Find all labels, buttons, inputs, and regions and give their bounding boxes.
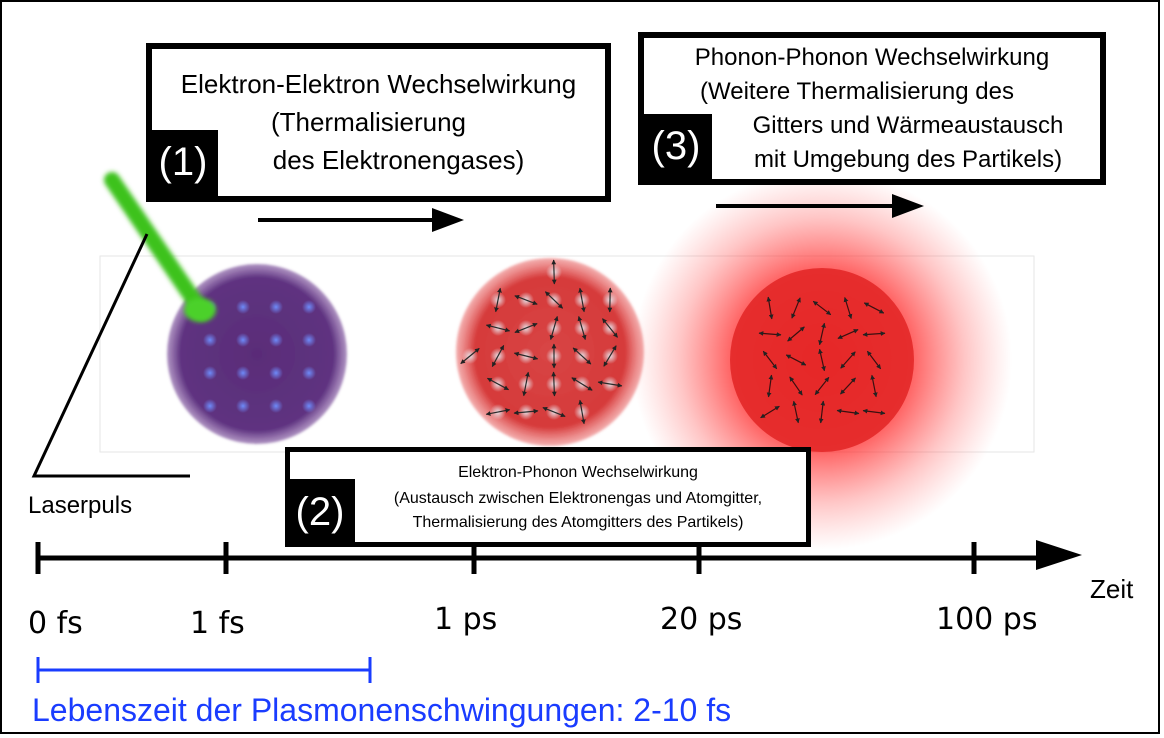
vibration-arrow [578,399,586,425]
lattice-vibration-arrow [766,296,774,320]
vibration-arrow [603,345,617,367]
electron-dot [203,399,217,413]
lattice-vibration-arrow [818,348,826,372]
badge-step-1: (1) [148,130,218,202]
lattice-vibration-arrow [787,326,805,342]
electron-dot [302,333,316,347]
electron-dot [269,399,283,413]
lattice-vibration-arrow [789,376,803,396]
vibration-arrow [544,291,564,309]
laser-pointer-line [31,233,190,478]
vibration-arrow [549,316,559,340]
vibration-arrow [602,318,618,338]
lattice-vibration-arrow [836,408,860,416]
vibration-arrow [485,408,511,416]
vibration-arrows [460,259,623,425]
electron-dot [269,300,283,314]
vibration-arrow [571,377,593,391]
lattice-vibration-arrow [843,297,853,319]
box-electron-phonon: Elektron-Phonon Wechselwirkung (Austausc… [285,447,811,547]
time-axis-arrowhead [1036,540,1082,570]
box-electron-electron-line-3: des Elektronengases) [272,145,525,175]
time-axis-label: Zeit [1090,574,1134,604]
badge-step-3: (3) [640,114,712,185]
vibration-arrow [494,287,502,313]
vibration-arrow [572,347,592,365]
lattice-vibration-arrow [866,350,882,370]
vibration-arrow [460,347,480,365]
tick-label-0fs: 0 fs [28,606,83,641]
box-electron-electron-line-1: Elektron-Elektron Wechselwirkung [180,69,577,99]
lattice-vibration-arrow [840,351,856,369]
box-electron-phonon-line-1: Elektron-Phonon Wechselwirkung [458,464,698,481]
lattice-vibration-arrow [812,300,832,316]
electron-dot [302,399,316,413]
lattice-vibration-arrow [766,374,774,398]
lattice-vibration-arrow [791,297,801,319]
lattice-vibration-arrow [760,405,780,419]
electron-dot [302,300,316,314]
lattice-vibration-arrow [818,400,826,424]
lattice-vibration-arrow [792,400,800,424]
tick-label-20ps: 20 ps [660,602,743,637]
time-axis-ticks [35,542,977,574]
electron-dot [203,366,217,380]
vibration-arrow [542,406,566,418]
box-phonon-phonon-line-1: Phonon-Phonon Wechselwirkung [694,44,1050,71]
vibration-arrow [577,316,587,340]
vibration-arrow [514,295,538,305]
badge-step-2: (2) [285,479,355,547]
vibration-arrow [514,322,538,334]
vibration-arrow [578,287,586,313]
lattice-vibration-arrow [758,331,782,337]
laser-label: Laserpuls [28,492,133,519]
lattice-vibration-arrow [818,322,826,346]
electron-dot [269,366,283,380]
electron-dot [236,366,250,380]
vibration-arrow [513,408,539,416]
vibration-arrow [551,259,557,285]
lattice-vibration-arrow [762,350,778,370]
box-phonon-phonon: Phonon-Phonon Wechselwirkung (Weitere Th… [638,32,1106,185]
electron-dot [236,399,250,413]
vibration-arrow [597,380,623,388]
electron-dot [269,333,283,347]
tick-label-1ps: 1 ps [434,602,498,637]
lattice-vibration-arrow [785,354,807,366]
lattice-vibration-arrow [863,302,885,314]
vibration-arrow [513,351,539,361]
box-electron-phonon-line-3: Thermalisierung des Atomgitters des Part… [412,514,744,531]
lattice-vibration-arrows [758,296,886,424]
vibration-arrow [485,323,511,333]
laser-beam [104,172,210,320]
laser-spot [184,298,216,322]
plasmon-lifetime-label: Lebenszeit der Plasmonenschwingungen: 2-… [32,692,732,728]
box-electron-phonon-line-2: (Austausch zwischen Elektronengas und At… [393,490,763,507]
box-electron-electron: Elektron-Elektron Wechselwirkung (Therma… [146,43,611,202]
box-electron-electron-line-2: (Thermalisierung [270,107,467,137]
tick-label-1fs: 1 fs [190,606,245,641]
lattice-vibration-arrow [862,408,886,416]
lattice-vibration-arrow [862,331,886,337]
lattice-vibration-arrow [837,328,859,340]
electron-dot [302,366,316,380]
box-phonon-phonon-line-4: mit Umgebung des Partikels) [753,146,1063,173]
box-phonon-phonon-line-2: (Weitere Thermalisierung des [700,78,1014,105]
lattice-vibration-arrow [814,377,830,395]
vibration-arrow [487,377,509,391]
electron-dot [236,333,250,347]
vibration-arrow [522,371,530,397]
lattice-vibration-arrow [840,377,856,395]
electron-dot [236,300,250,314]
lattice-vibration-arrow [870,374,878,398]
vibration-arrow [491,345,505,367]
vibration-arrow [551,371,557,397]
particle-phonon-phonon [730,268,914,452]
particle-electron-phonon [456,258,644,446]
tick-label-100ps: 100 ps [936,602,1038,637]
box-phonon-phonon-line-3: Gitters und Wärmeaustausch [752,112,1064,139]
electron-dot [203,333,217,347]
